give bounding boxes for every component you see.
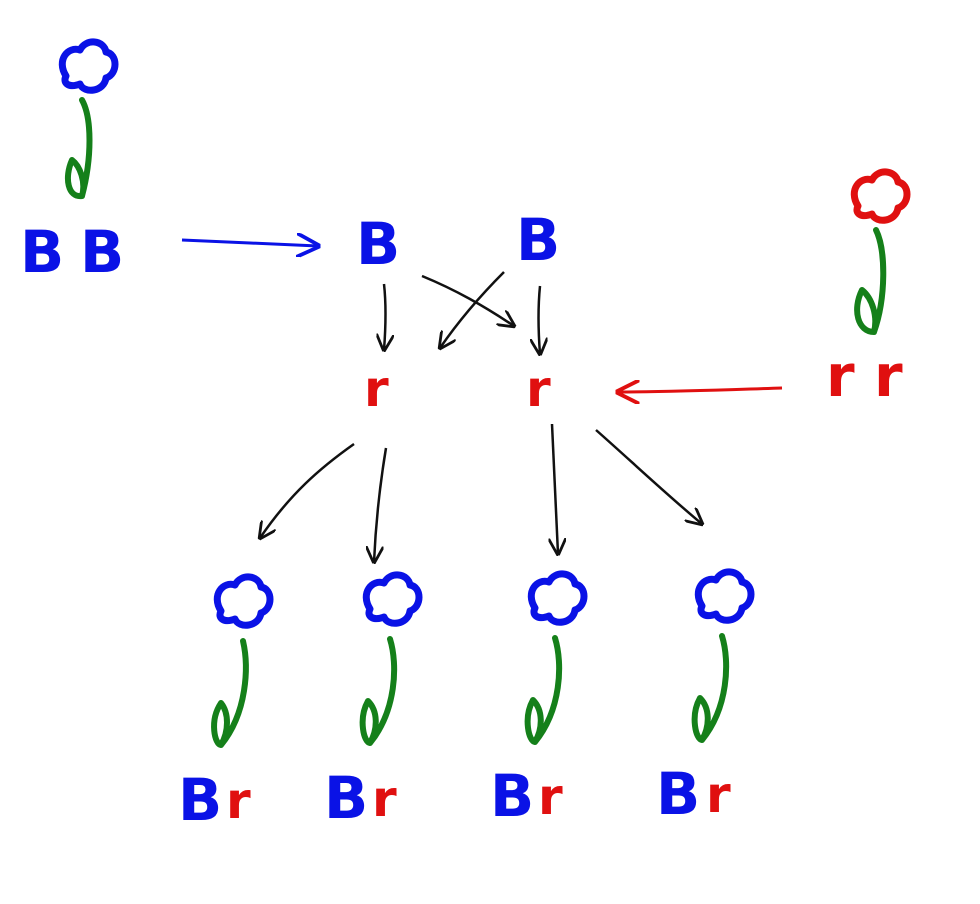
offspring-allele-b: B xyxy=(656,760,700,828)
offspring-4: B r xyxy=(656,568,755,828)
offspring-arrow-2 xyxy=(374,447,388,562)
offspring-allele-b: B xyxy=(324,764,368,832)
gamete-red-2: r xyxy=(526,360,551,418)
offspring-2: B r xyxy=(324,571,423,832)
gamete-blue-1: B xyxy=(356,210,400,278)
offspring-flower xyxy=(524,570,588,745)
offspring-arrow-1 xyxy=(260,442,355,538)
blue-bloom xyxy=(58,38,119,94)
parent-red-allele-2: r xyxy=(874,342,903,410)
offspring-allele-b: B xyxy=(178,766,222,834)
parent-red-flower xyxy=(850,168,911,335)
blue-bloom xyxy=(694,568,755,624)
blue-bloom xyxy=(527,570,588,626)
stem xyxy=(211,638,249,748)
stem xyxy=(64,97,93,200)
offspring-allele-r: r xyxy=(372,770,397,828)
parent-red-allele-1: r xyxy=(826,342,855,410)
blue-parent-arrow xyxy=(181,240,318,246)
offspring-arrow-4 xyxy=(595,429,702,524)
blue-bloom xyxy=(362,571,423,627)
offspring-flower xyxy=(359,571,423,746)
offspring-allele-r: r xyxy=(538,768,563,826)
parent-blue-flower xyxy=(58,38,119,200)
blue-bloom xyxy=(213,573,274,629)
offspring-allele-b: B xyxy=(490,762,534,830)
offspring-3: B r xyxy=(490,570,588,830)
offspring-allele-r: r xyxy=(226,772,251,830)
parent-blue-allele-1: B xyxy=(20,218,64,286)
gamete-blue-2: B xyxy=(516,206,560,274)
gamete-red-1: r xyxy=(364,360,389,418)
cross-arrow-b2-r1 xyxy=(440,271,505,348)
offspring-allele-r: r xyxy=(706,766,731,824)
offspring-flower xyxy=(211,573,274,748)
stem xyxy=(524,635,563,745)
stem xyxy=(359,636,398,746)
cross-arrow-b1-r2 xyxy=(421,274,514,326)
parent-blue-allele-2: B xyxy=(80,218,124,286)
offspring-flower xyxy=(691,568,755,743)
cross-arrow-b1-r1 xyxy=(384,283,386,350)
red-bloom xyxy=(850,168,911,224)
stem xyxy=(854,227,887,335)
red-parent-arrow xyxy=(618,388,783,392)
cross-arrow-b2-r2 xyxy=(539,285,541,354)
offspring-arrow-3 xyxy=(552,423,558,554)
offspring-1: B r xyxy=(178,573,274,834)
stem xyxy=(691,633,730,743)
